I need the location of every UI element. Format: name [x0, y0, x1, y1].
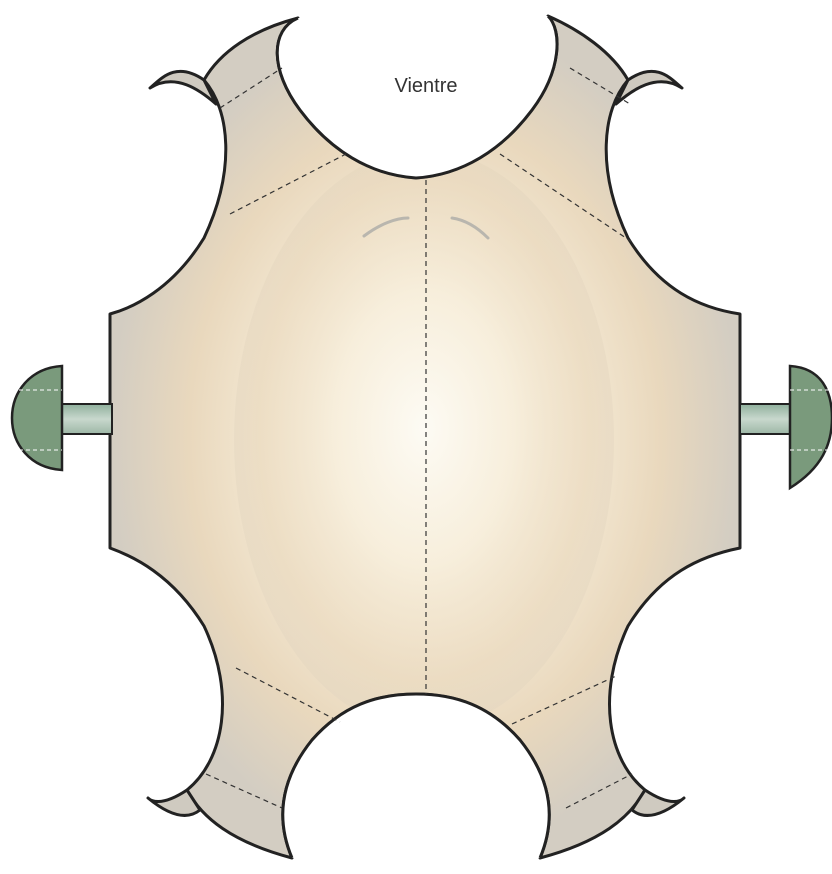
fastener-right-head	[790, 366, 832, 488]
vientre-label: Vientre	[394, 75, 457, 97]
fastener-right	[740, 366, 832, 488]
center-highlight	[234, 150, 614, 730]
fastener-left	[12, 366, 112, 470]
fastener-left-head	[12, 366, 62, 470]
fastener-right-shaft	[740, 404, 792, 434]
